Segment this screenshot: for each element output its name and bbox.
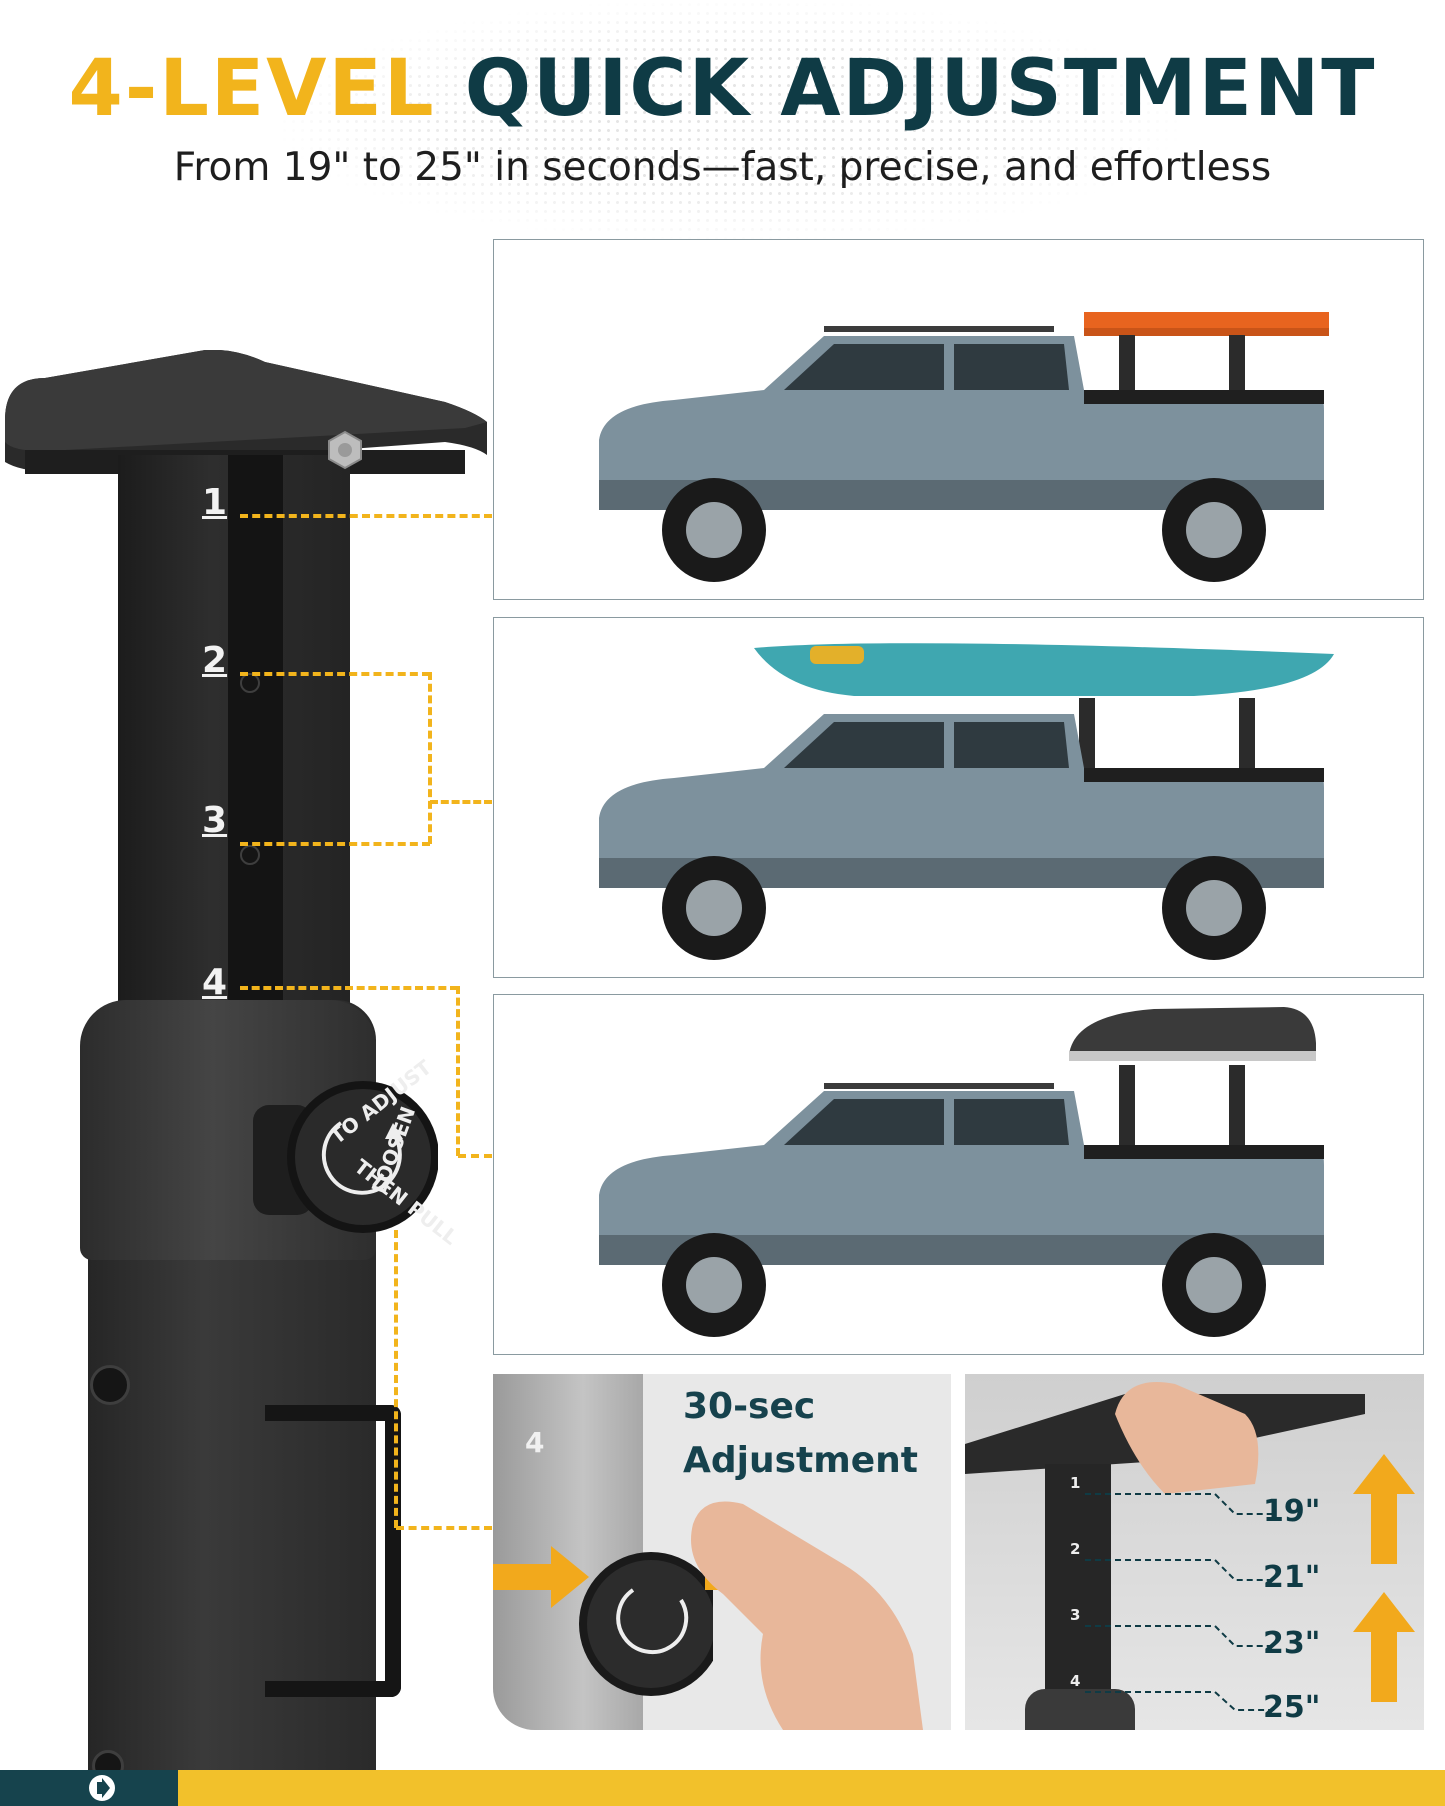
connector-level-2 <box>240 672 430 676</box>
up-arrow-icon <box>1353 1454 1415 1564</box>
footer-bar <box>0 1770 1445 1806</box>
connector-vertical-4 <box>456 986 460 1156</box>
height-21: 21" <box>1263 1560 1321 1595</box>
roof-box-cargo <box>1069 1007 1316 1061</box>
up-arrow-icon-lower <box>1353 1592 1415 1702</box>
post-level-1: 1 <box>202 482 228 523</box>
world-map-background <box>280 0 1180 240</box>
adjust-tile: 4 <box>493 1374 951 1730</box>
adjust-tile-knob-icon <box>579 1552 713 1696</box>
height-tile: 1 2 3 4 19" 21" 23" 25" <box>965 1374 1424 1730</box>
height-19: 19" <box>1263 1494 1321 1529</box>
connector-level-4 <box>240 986 458 990</box>
post-slot <box>228 455 283 1015</box>
page-title: 4-LEVEL QUICK ADJUSTMENT <box>0 44 1445 134</box>
connector-bracket-23 <box>428 672 432 844</box>
hand-icon <box>691 1501 923 1730</box>
connector-knob-vertical <box>394 1230 398 1528</box>
height-tile-post <box>1045 1464 1111 1730</box>
post-handle <box>265 1405 401 1697</box>
height-tile-level-3: 3 <box>1070 1606 1081 1624</box>
panel-truck-ladder <box>493 239 1424 600</box>
height-tile-level-1: 1 <box>1070 1474 1081 1492</box>
bolt-icon <box>328 430 362 470</box>
ladder-cargo <box>1084 312 1329 336</box>
adjust-caption-line1: 30-sec <box>683 1386 816 1427</box>
panel-truck-kayak <box>493 617 1424 978</box>
arrow-right-icon[interactable] <box>88 1774 116 1802</box>
adjust-caption: 30-sec Adjustment <box>683 1380 943 1488</box>
connector-level-1 <box>240 514 492 518</box>
height-23: 23" <box>1263 1626 1321 1661</box>
adjust-tile-level-4: 4 <box>525 1426 545 1459</box>
connector-to-panel-2 <box>430 800 492 804</box>
connector-to-adjust-tile <box>396 1526 492 1530</box>
post-level-4: 4 <box>202 962 228 1003</box>
title-highlight: 4-LEVEL <box>68 44 436 134</box>
height-tile-level-4: 4 <box>1070 1672 1081 1690</box>
connector-to-panel-3 <box>458 1154 492 1158</box>
panel-truck-roof-box <box>493 994 1424 1355</box>
title-rest: QUICK ADJUSTMENT <box>464 44 1377 134</box>
post-side-hole <box>90 1365 130 1405</box>
post-level-3: 3 <box>202 800 228 841</box>
connector-level-3 <box>240 842 430 846</box>
height-tile-level-2: 2 <box>1070 1540 1081 1558</box>
push-arrow-icon <box>493 1546 589 1608</box>
adjust-knob-icon[interactable] <box>253 1065 438 1250</box>
post-pin-hole-3 <box>240 845 260 865</box>
page-subtitle: From 19" to 25" in seconds—fast, precise… <box>173 145 1272 190</box>
post-level-2: 2 <box>202 640 228 681</box>
height-25: 25" <box>1263 1690 1321 1725</box>
post-pin-hole-2 <box>240 673 260 693</box>
post-top-plate <box>5 350 487 474</box>
height-leader-lines <box>1085 1493 1275 1711</box>
adjust-caption-line2: Adjustment <box>683 1440 919 1481</box>
kayak-cargo <box>754 643 1334 696</box>
height-tile-hand-icon <box>1115 1382 1259 1494</box>
